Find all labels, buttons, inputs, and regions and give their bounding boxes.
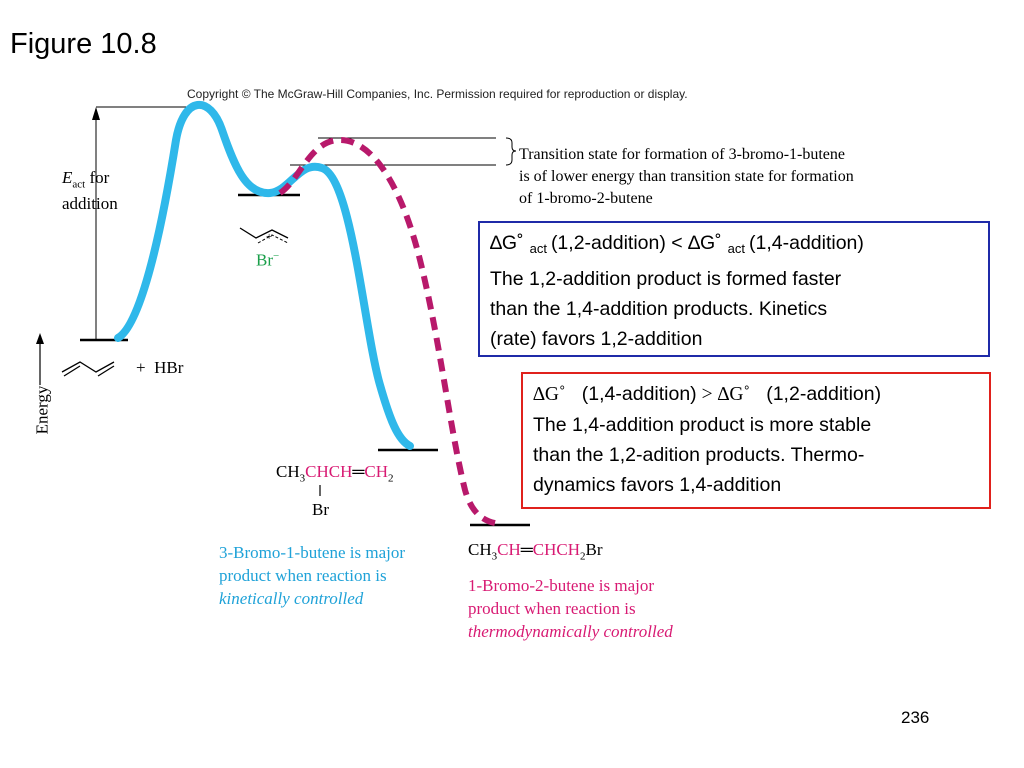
product-14-formula: CH3CH═CHCH2Br [468, 540, 603, 563]
product-12-formula: CH3CHCH═CH2 [276, 462, 394, 485]
ts-bracket [505, 137, 517, 166]
allylic-cation-skeleton [239, 227, 289, 239]
cation-charge: + [266, 231, 272, 243]
eact-arrowhead [92, 107, 100, 120]
energy-axis-label: Energy [32, 385, 52, 435]
kinetics-box: ∆G˚act(1,2-addition) < ∆G˚act(1,4-additi… [478, 221, 990, 357]
page-number: 236 [901, 708, 930, 727]
product-12-caption: 3-Bromo-1-butene is major product when r… [219, 543, 406, 608]
product-14-caption: 1-Bromo-2-butene is major product when r… [468, 576, 673, 641]
kinetic-curve [114, 100, 414, 450]
kinetics-box-header: ∆G˚act(1,2-addition) < ∆G˚act(1,4-additi… [490, 232, 864, 256]
thermodynamics-box-header: ∆G˚ (1,4-addition) > ∆G˚ (1,2-addition) [533, 383, 882, 405]
butadiene-skeleton [61, 361, 115, 373]
reactant-label: + HBr [136, 358, 184, 377]
copyright-notice: Copyright © The McGraw-Hill Companies, I… [187, 87, 688, 101]
eact-label: Eact for addition [62, 168, 118, 214]
thermo-curve [278, 136, 501, 527]
thermodynamics-box: ∆G˚ (1,4-addition) > ∆G˚ (1,2-addition) … [521, 372, 991, 509]
energy-axis-arrowhead [36, 333, 44, 344]
slide-title: Figure 10.8 [10, 28, 157, 60]
product-12-branch: Br [312, 500, 329, 519]
bromide-ion: Br− [256, 250, 280, 270]
transition-state-note: Transition state for formation of 3-brom… [519, 146, 854, 207]
